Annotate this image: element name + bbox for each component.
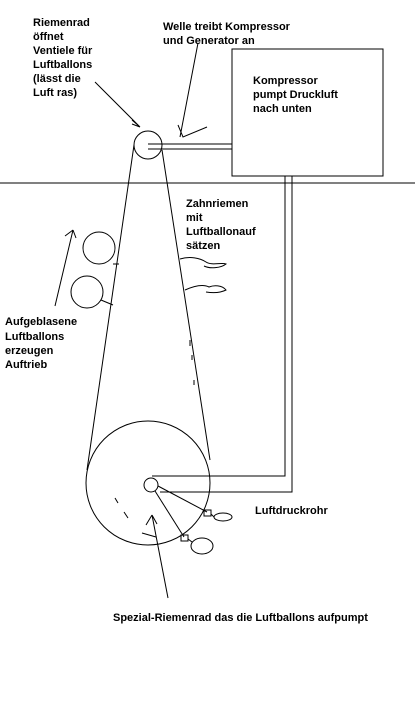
arrow-spezial <box>145 514 169 599</box>
label-kompressor-line2: pumpt Druckluft <box>253 89 338 101</box>
bottom-pulley-hub <box>143 477 159 493</box>
belt-right <box>161 149 211 461</box>
inflating-balloon-small <box>213 512 233 522</box>
nozzle-2 <box>180 534 189 542</box>
label-spezial-riemenrad: Spezial-Riemenrad das die Luftballons au… <box>113 612 368 624</box>
inflated-balloon-1 <box>82 231 116 265</box>
label-aufgeblasene-line1: Aufgeblasene <box>5 316 77 328</box>
label-riemenrad-line3: Ventiele für <box>33 45 93 57</box>
dash-6 <box>141 532 157 538</box>
label-aufgeblasene-line3: erzeugen <box>5 345 54 357</box>
deflated-balloon-1 <box>179 257 227 269</box>
label-kompressor-line3: nach unten <box>253 103 312 115</box>
inflating-balloon-large <box>190 537 214 555</box>
label-riemenrad-line5: (lässt die <box>33 73 81 85</box>
nozzle-1 <box>203 509 212 517</box>
label-aufgeblasene-line2: Luftballons <box>5 331 64 343</box>
arrow-welle <box>177 42 208 138</box>
belt-left <box>86 144 135 471</box>
label-riemenrad-line1: Riemenrad <box>33 17 90 29</box>
arrow-riemenrad <box>94 81 141 128</box>
compressor-box <box>231 48 384 177</box>
label-riemenrad-line2: öffnet <box>33 31 64 43</box>
label-welle-line2: und Generator an <box>163 35 255 47</box>
spoke-1 <box>157 485 208 513</box>
label-aufgeblasene-line4: Auftrieb <box>5 359 47 371</box>
label-riemenrad-line4: Luftballons <box>33 59 92 71</box>
label-welle-line1: Welle treibt Kompressor <box>163 21 291 33</box>
air-pipe-inner <box>152 176 286 477</box>
dash-5 <box>123 511 129 519</box>
label-zahnriemen-line2: mit <box>186 212 203 224</box>
label-zahnriemen-line3: Luftballonauf <box>186 226 256 238</box>
label-riemenrad-line6: Luft ras) <box>33 87 77 99</box>
inflated-balloon-2 <box>70 275 104 309</box>
arrow-auftrieb <box>54 229 77 307</box>
label-kompressor-line1: Kompressor <box>253 75 319 87</box>
inflating-stem-1 <box>210 513 215 518</box>
air-pipe-outer <box>160 176 293 493</box>
top-pulley <box>133 130 163 160</box>
label-zahnriemen-line4: sätzen <box>186 240 221 252</box>
deflated-balloon-2 <box>184 285 227 294</box>
balloon-stem-2 <box>100 299 114 306</box>
dash-4 <box>114 497 119 504</box>
bottom-pulley <box>85 420 211 546</box>
spoke-2 <box>154 490 185 538</box>
label-luftdruckrohr: Luftdruckrohr <box>255 505 328 517</box>
label-zahnriemen-line1: Zahnriemen <box>186 198 249 210</box>
inflating-stem-2 <box>187 538 193 543</box>
